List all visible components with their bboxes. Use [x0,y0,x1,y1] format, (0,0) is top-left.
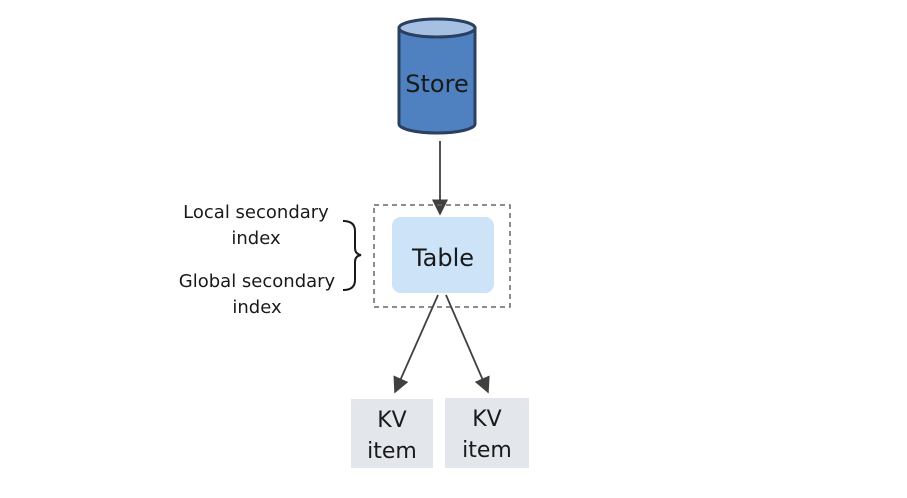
store-top [397,17,477,39]
kv-item-line-1: KV [472,407,501,432]
kv-item-line-1: KV [377,408,406,433]
index-brace [342,220,362,291]
kv-item-box [445,398,529,468]
table-box [392,217,494,293]
kv-item-line-2: item [367,439,417,464]
local-secondary-index-label: Local secondary index [183,202,329,249]
kv-item-box [351,399,433,468]
arrow-table-to-kv-item-1 [393,294,439,394]
global-index-line-2: index [232,297,282,318]
table-label: Table [411,244,474,272]
global-index-line-1: Global secondary [179,271,336,292]
global-secondary-index-label: Global secondary index [179,271,336,318]
local-index-line-2: index [231,228,281,249]
kv-item-line-2: item [462,438,512,463]
store-label: Store [405,70,468,98]
arrow-table-to-kv-item-2 [445,294,490,394]
local-index-line-1: Local secondary [183,202,329,223]
store-cylinder: Store [397,17,477,135]
store-body [397,26,477,135]
kv-item-2: KV item [445,398,529,468]
table-index-container [373,204,511,308]
kv-item-1: KV item [351,399,433,468]
table-node: Table [392,217,494,293]
